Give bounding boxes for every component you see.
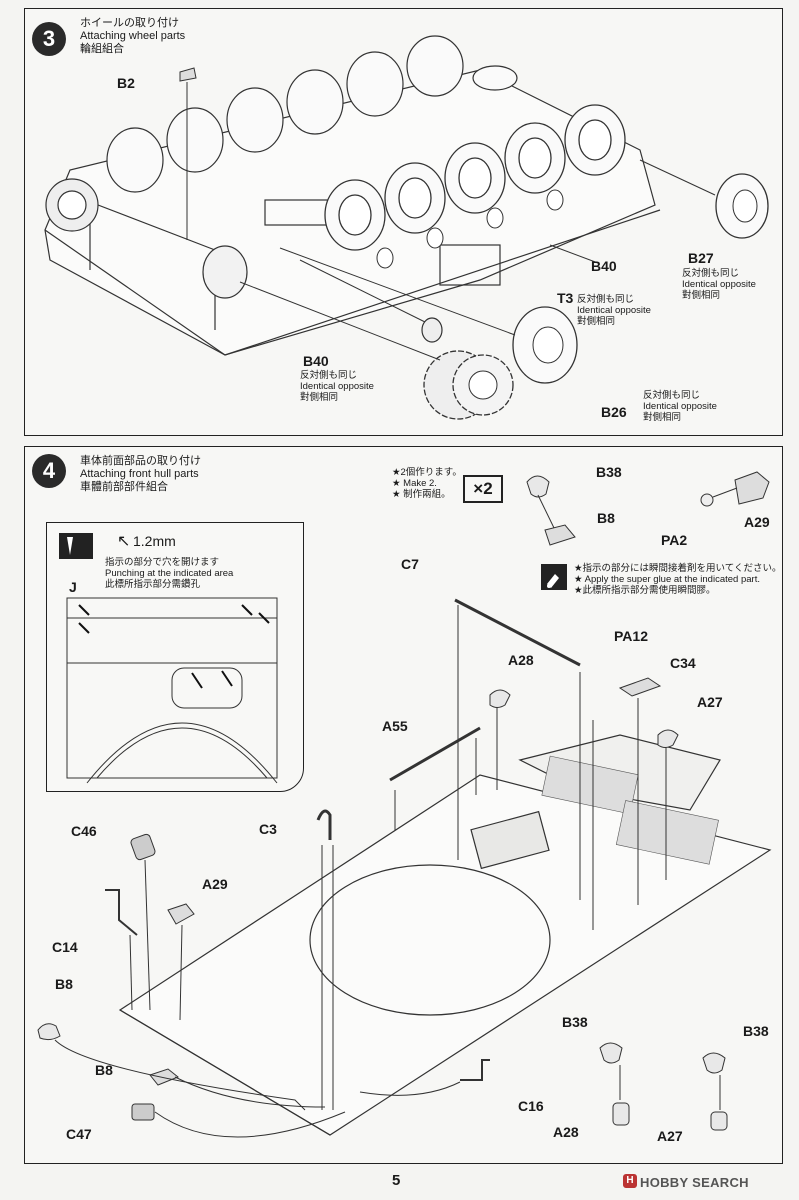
drill-icon xyxy=(59,533,93,559)
label-b8-left: B8 xyxy=(55,976,73,992)
label-a29-left: A29 xyxy=(202,876,228,892)
glue-note-jp: ★指示の部分には瞬間接着剤を用いてください。 xyxy=(574,563,782,574)
make-two-note: ★2個作ります。 ★ Make 2. ★ 制作兩組。 xyxy=(392,467,462,500)
label-c34: C34 xyxy=(670,655,696,671)
note-t3-en: Identical opposite xyxy=(577,305,651,316)
make-two-jp: ★2個作ります。 xyxy=(392,467,462,478)
make-two-cn: ★ 制作兩組。 xyxy=(392,489,451,500)
label-b38-lower-right: B38 xyxy=(743,1023,769,1039)
label-a28-lower: A28 xyxy=(553,1124,579,1140)
label-c14: C14 xyxy=(52,939,78,955)
label-b8-mid: B8 xyxy=(95,1062,113,1078)
step-3-title-cn: 輪組組合 xyxy=(80,43,124,55)
note-b40-jp: 反対側も同じ xyxy=(300,370,358,381)
label-a28-top: A28 xyxy=(508,652,534,668)
note-b26-jp: 反対側も同じ xyxy=(643,390,701,401)
brand-watermark: HOBBY SEARCH xyxy=(640,1175,749,1190)
page-number: 5 xyxy=(392,1172,401,1189)
glue-note: ★指示の部分には瞬間接着剤を用いてください。 ★ Apply the super… xyxy=(574,563,781,596)
times-two-badge: ×2 xyxy=(463,475,503,503)
hobby-search-logo-icon: H xyxy=(623,1174,637,1188)
make-two-en: ★ Make 2. xyxy=(392,478,437,489)
label-b40-left: B40 xyxy=(303,353,329,369)
label-t3: T3 xyxy=(557,290,574,306)
note-b40-cn: 對側相同 xyxy=(300,392,339,403)
label-b2: B2 xyxy=(117,75,135,91)
step-3-title-jp: ホイールの取り付け xyxy=(80,17,179,29)
note-b40-en: Identical opposite xyxy=(300,381,374,392)
label-b38-top: B38 xyxy=(596,464,622,480)
note-b26-cn: 對側相同 xyxy=(643,412,682,423)
label-c16: C16 xyxy=(518,1098,544,1114)
label-c46: C46 xyxy=(71,823,97,839)
note-b27-cn: 對側相同 xyxy=(682,290,721,301)
super-glue-icon xyxy=(541,564,567,590)
drill-arrow-icon: ↖ xyxy=(117,533,131,550)
note-b27: 反対側も同じ Identical opposite 對側相同 xyxy=(682,268,756,301)
label-b8-top: B8 xyxy=(597,510,615,526)
note-b26-en: Identical opposite xyxy=(643,401,717,412)
label-pa12: PA12 xyxy=(614,628,648,644)
drill-note: 指示の部分で穴を開けます Punching at the indicated a… xyxy=(105,557,233,590)
step-4-title-en: Attaching front hull parts xyxy=(80,468,199,480)
label-a27-top: A27 xyxy=(697,694,723,710)
step-3-title-en: Attaching wheel parts xyxy=(80,30,186,42)
note-t3: 反対側も同じ Identical opposite 對側相同 xyxy=(577,294,651,327)
label-b38-lower-left: B38 xyxy=(562,1014,588,1030)
label-b26: B26 xyxy=(601,404,627,420)
step-4-number: 4 xyxy=(32,454,66,488)
label-j: J xyxy=(69,579,77,595)
note-t3-jp: 反対側も同じ xyxy=(577,294,635,305)
glue-note-cn: ★此標所指示部分需使用瞬間膠。 xyxy=(574,585,716,596)
note-t3-cn: 對側相同 xyxy=(577,316,616,327)
drill-inset: ↖ 1.2mm 指示の部分で穴を開けます Punching at the ind… xyxy=(46,522,304,792)
step-3-number: 3 xyxy=(32,22,66,56)
drill-note-cn: 此標所指示部分需鑽孔 xyxy=(105,579,201,590)
glue-note-en: ★ Apply the super glue at the indicated … xyxy=(574,574,760,585)
note-b40: 反対側も同じ Identical opposite 對側相同 xyxy=(300,370,374,403)
note-b27-jp: 反対側も同じ xyxy=(682,268,740,279)
drill-note-en: Punching at the indicated area xyxy=(105,568,234,579)
drill-note-jp: 指示の部分で穴を開けます xyxy=(105,557,220,568)
step-4-title-jp: 車体前面部品の取り付け xyxy=(80,455,201,467)
label-a27-lower: A27 xyxy=(657,1128,683,1144)
label-c47: C47 xyxy=(66,1126,92,1142)
label-b27: B27 xyxy=(688,250,714,266)
drill-size: 1.2mm xyxy=(133,533,176,549)
label-c3: C3 xyxy=(259,821,277,837)
note-b26: 反対側も同じ Identical opposite 對側相同 xyxy=(643,390,717,423)
label-a55: A55 xyxy=(382,718,408,734)
part-j-drawing xyxy=(66,597,278,784)
label-c7: C7 xyxy=(401,556,419,572)
label-b40-right: B40 xyxy=(591,258,617,274)
step-4-title-cn: 車體前部部件組合 xyxy=(80,481,168,493)
label-a29-top: A29 xyxy=(744,514,770,530)
step-3-title: ホイールの取り付け Attaching wheel parts 輪組組合 xyxy=(80,17,185,56)
step-4-title: 車体前面部品の取り付け Attaching front hull parts 車… xyxy=(80,455,201,494)
note-b27-en: Identical opposite xyxy=(682,279,756,290)
label-pa2: PA2 xyxy=(661,532,688,548)
